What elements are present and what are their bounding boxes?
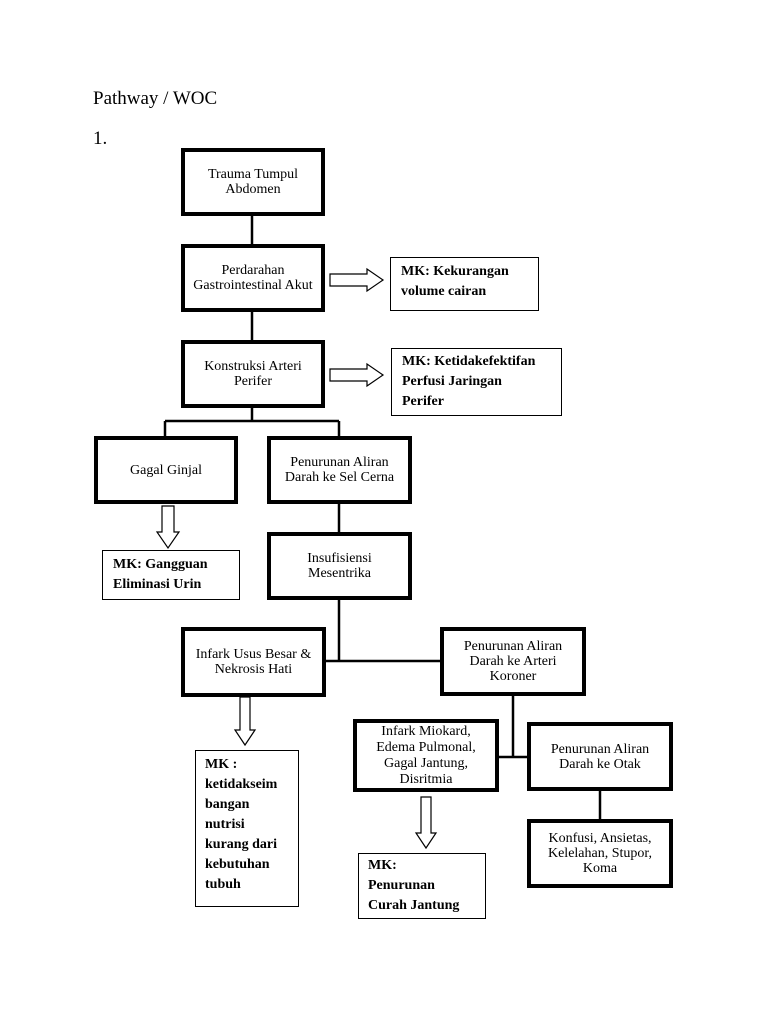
node-konfusi: Konfusi, Ansietas, Kelelahan, Stupor, Ko… — [527, 819, 673, 888]
node-infark-usus-besar: Infark Usus Besar & Nekrosis Hati — [181, 627, 326, 697]
diagnosis-eliminasi-urin: MK: Gangguan Eliminasi Urin — [102, 550, 240, 600]
diagnosis-label: MK: Kekurangan volume cairan — [401, 264, 509, 299]
node-insufisiensi-mesentrika: Insufisiensi Mesentrika — [267, 532, 412, 600]
arrow-down-infark-miokard — [414, 796, 438, 850]
diagnosis-kekurangan-volume: MK: Kekurangan volume cairan — [390, 257, 539, 311]
diagnosis-label: MK: Gangguan Eliminasi Urin — [113, 557, 208, 592]
node-label: Gagal Ginjal — [130, 462, 202, 478]
node-penurunan-arteri-koroner: Penurunan Aliran Darah ke Arteri Koroner — [440, 627, 586, 696]
page-title: Pathway / WOC — [93, 88, 218, 109]
node-perdarahan-gastrointestinal: Perdarahan Gastrointestinal Akut — [181, 244, 325, 312]
node-label: Perdarahan Gastrointestinal Akut — [193, 263, 313, 293]
node-label: Konstruksi Arteri Perifer — [204, 359, 302, 389]
diagnosis-label: MK : ketidakseim bangan nutrisi kurang d… — [205, 757, 278, 892]
node-label: Infark Usus Besar & Nekrosis Hati — [195, 647, 312, 677]
node-label: Penurunan Aliran Darah ke Sel Cerna — [284, 455, 395, 485]
node-label: Konfusi, Ansietas, Kelelahan, Stupor, Ko… — [547, 831, 653, 876]
node-infark-miokard: Infark Miokard, Edema Pulmonal, Gagal Ja… — [353, 719, 499, 792]
diagnosis-label: MK: Ketidakefektifan Perfusi Jaringan Pe… — [402, 354, 536, 409]
diagnosis-perfusi-perifer: MK: Ketidakefektifan Perfusi Jaringan Pe… — [391, 348, 562, 416]
arrow-right-perdarahan — [329, 267, 385, 293]
arrow-right-konstruksi — [329, 362, 385, 388]
node-label: Penurunan Aliran Darah ke Arteri Koroner — [463, 639, 563, 684]
arrow-down-gagal-ginjal — [155, 505, 181, 550]
node-penurunan-sel-cerna: Penurunan Aliran Darah ke Sel Cerna — [267, 436, 412, 504]
item-number: 1. — [93, 128, 108, 149]
diagnosis-nutrisi: MK : ketidakseim bangan nutrisi kurang d… — [195, 750, 299, 907]
node-label: Infark Miokard, Edema Pulmonal, Gagal Ja… — [376, 723, 476, 787]
node-label: Insufisiensi Mesentrika — [307, 551, 372, 581]
node-gagal-ginjal: Gagal Ginjal — [94, 436, 238, 504]
diagnosis-label: MK: Penurunan Curah Jantung — [368, 858, 460, 913]
node-trauma-tumpul-abdomen: Trauma Tumpul Abdomen — [181, 148, 325, 216]
node-label: Penurunan Aliran Darah ke Otak — [550, 741, 650, 772]
node-konstruksi-arteri-perifer: Konstruksi Arteri Perifer — [181, 340, 325, 408]
node-penurunan-otak: Penurunan Aliran Darah ke Otak — [527, 722, 673, 791]
diagnosis-curah-jantung: MK: Penurunan Curah Jantung — [358, 853, 486, 919]
node-label: Trauma Tumpul Abdomen — [207, 167, 299, 197]
arrow-down-infark-usus — [233, 696, 257, 747]
